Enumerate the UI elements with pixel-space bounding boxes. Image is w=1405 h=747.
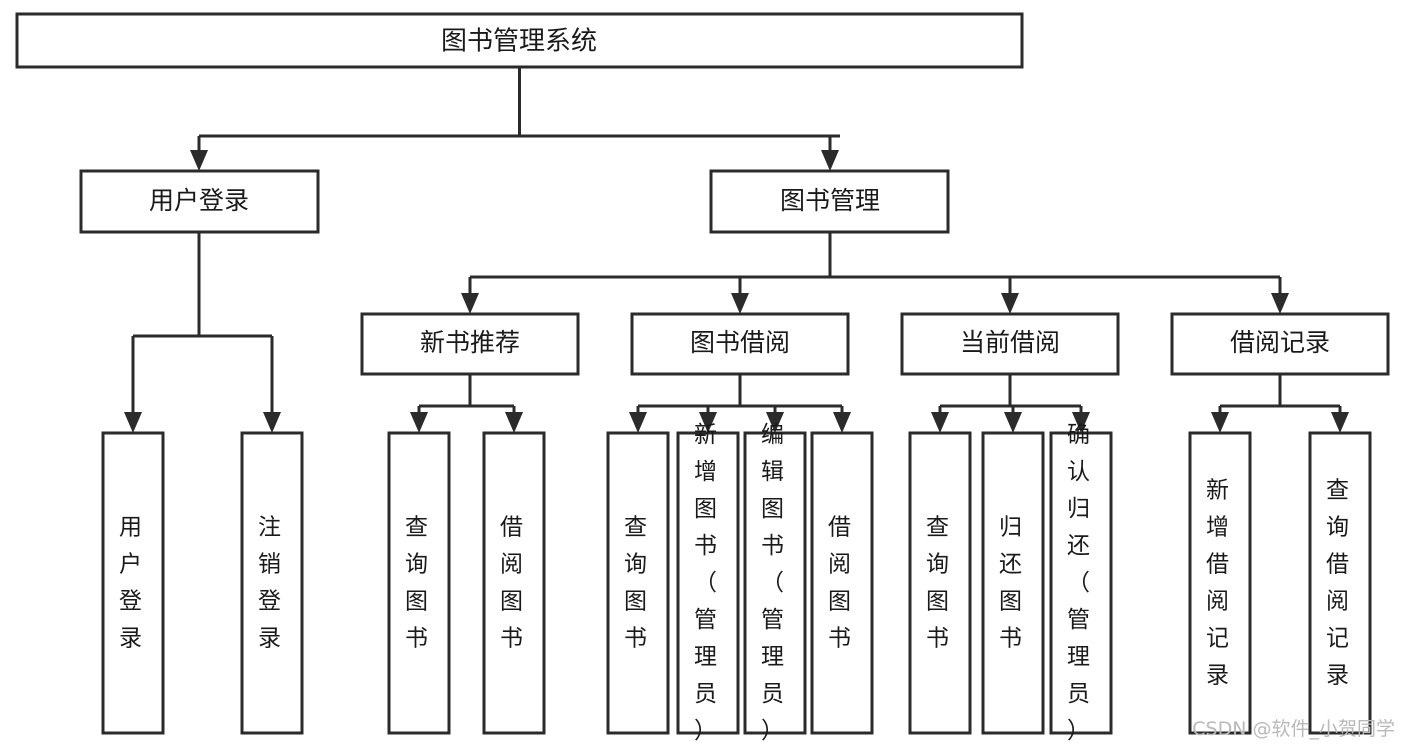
node-user-login-box[interactable] [79,169,320,234]
node-leaf-confirm-return-box[interactable] [1049,431,1113,735]
node-leaf-query-book-2-label: 查询图书 [624,514,652,651]
arrowhead-leaf-query-book-2 [629,412,647,433]
node-leaf-confirm-return[interactable]: 确认归还（管理员） [1049,422,1113,744]
node-borrow-record-label: 借阅记录 [1230,328,1330,357]
node-leaf-user-logout-box[interactable] [240,431,304,735]
node-leaf-add-record[interactable]: 新增借阅记录 [1188,431,1252,735]
node-leaf-borrow-book-2[interactable]: 借阅图书 [810,431,874,735]
node-leaf-query-book-1[interactable]: 查询图书 [387,431,451,735]
node-leaf-user-login-label: 用户登录 [119,514,147,651]
node-leaf-return-book[interactable]: 归还图书 [981,431,1045,735]
node-leaf-user-login[interactable]: 用户登录 [101,431,165,735]
node-new-book-rec[interactable]: 新书推荐 [360,312,580,376]
node-leaf-edit-book[interactable]: 编辑图书（管理员） [743,422,807,744]
arrowhead-leaf-add-book [699,412,717,433]
node-book-borrow-label: 图书借阅 [690,328,790,357]
node-root[interactable]: 图书管理系统 [15,12,1024,69]
node-leaf-query-book-2[interactable]: 查询图书 [606,431,670,735]
arrowhead-leaf-query-book-3 [931,412,949,433]
arrowhead-leaf-edit-book [766,412,784,433]
node-leaf-query-record-label: 查询借阅记录 [1326,477,1354,688]
node-new-book-rec-box[interactable] [360,312,580,376]
node-leaf-user-login-box[interactable] [101,431,165,735]
arrowhead-leaf-query-record [1331,412,1349,433]
node-current-borrow-label: 当前借阅 [960,328,1060,357]
node-leaf-edit-book-label: 编辑图书（管理员） [761,422,789,744]
node-leaf-query-book-3[interactable]: 查询图书 [908,431,972,735]
node-current-borrow[interactable]: 当前借阅 [900,312,1120,376]
node-leaf-query-book-1-label: 查询图书 [405,514,433,651]
node-leaf-add-book-label: 新增图书（管理员） [694,422,722,744]
connectors-current-borrow-to-leaves [931,374,1090,433]
node-leaf-query-book-3-label: 查询图书 [926,514,954,651]
node-user-login[interactable]: 用户登录 [79,169,320,234]
connectors-root-to-level2 [190,67,840,171]
arrowhead-user-login [190,150,208,171]
node-leaf-query-record[interactable]: 查询借阅记录 [1308,431,1372,735]
connectors-new-book-rec-to-leaves [410,374,523,433]
arrowhead-leaf-return-book [1004,412,1022,433]
node-borrow-record[interactable]: 借阅记录 [1170,312,1390,376]
connectors-book-borrow-to-leaves [629,374,851,433]
arrowhead-current-borrow [1001,293,1019,314]
node-user-login-label: 用户登录 [149,186,249,215]
arrowhead-leaf-confirm-return [1072,412,1090,433]
node-leaf-query-book-3-box[interactable] [908,431,972,735]
node-leaf-borrow-book-2-label: 借阅图书 [828,514,856,651]
arrowhead-borrow-record [1271,293,1289,314]
node-leaf-user-logout-label: 注销登录 [258,514,286,651]
connectors-user-login-to-leaves [124,232,281,433]
arrowhead-leaf-user-login [124,412,142,433]
node-leaf-query-book-2-box[interactable] [606,431,670,735]
arrowhead-leaf-user-logout [263,412,281,433]
arrowhead-new-book-rec [461,293,479,314]
node-book-manage-box[interactable] [709,169,950,234]
arrowhead-book-manage [821,150,839,171]
node-leaf-borrow-book-1[interactable]: 借阅图书 [482,431,546,735]
node-root-label: 图书管理系统 [441,27,597,57]
node-leaf-confirm-return-label: 确认归还（管理员） [1067,422,1095,744]
node-leaf-query-book-1-box[interactable] [387,431,451,735]
node-root-box[interactable] [15,12,1024,69]
connectors-book-manage-to-level3 [461,232,1289,314]
node-borrow-record-box[interactable] [1170,312,1390,376]
node-book-manage[interactable]: 图书管理 [709,169,950,234]
node-current-borrow-box[interactable] [900,312,1120,376]
arrowhead-leaf-borrow-book-1 [505,412,523,433]
node-leaf-borrow-book-1-box[interactable] [482,431,546,735]
node-leaf-edit-book-box[interactable] [743,431,807,735]
arrowhead-leaf-add-record [1211,412,1229,433]
node-book-borrow[interactable]: 图书借阅 [630,312,850,376]
node-leaf-borrow-book-2-box[interactable] [810,431,874,735]
connectors-borrow-record-to-leaves [1211,374,1349,433]
node-leaf-return-book-label: 归还图书 [999,514,1027,651]
node-leaf-add-record-box[interactable] [1188,431,1252,735]
node-leaf-borrow-book-1-label: 借阅图书 [500,514,528,651]
node-book-manage-label: 图书管理 [780,186,880,215]
node-book-borrow-box[interactable] [630,312,850,376]
node-leaf-user-logout[interactable]: 注销登录 [240,431,304,735]
arrowhead-book-borrow [731,293,749,314]
node-leaf-add-book-box[interactable] [676,431,740,735]
node-new-book-rec-label: 新书推荐 [420,328,520,357]
node-leaf-query-record-box[interactable] [1308,431,1372,735]
arrowhead-leaf-query-book-1 [410,412,428,433]
node-leaf-add-record-label: 新增借阅记录 [1206,477,1234,688]
node-leaf-return-book-box[interactable] [981,431,1045,735]
node-leaf-add-book[interactable]: 新增图书（管理员） [676,422,740,744]
arrowhead-leaf-borrow-book-2 [833,412,851,433]
